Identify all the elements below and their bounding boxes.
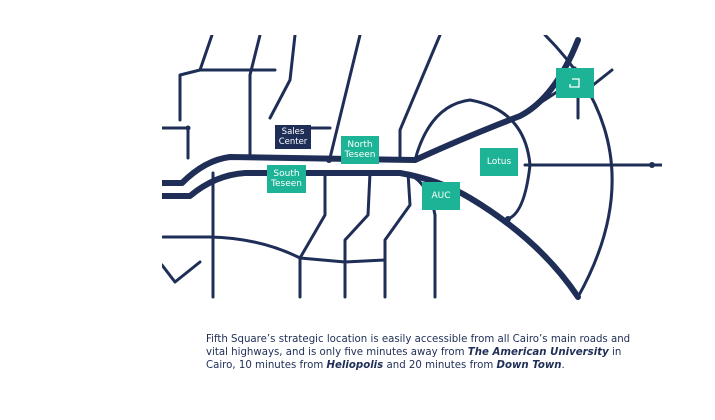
ring-arc-outer	[543, 35, 614, 299]
road-map	[162, 35, 662, 300]
lotus-label: Lotus	[480, 148, 518, 176]
sales-center-label: Sales Center	[275, 125, 311, 149]
junction-dot	[247, 154, 253, 160]
north-teseen-label: North Teseen	[341, 136, 379, 164]
diagonal-road-2	[328, 35, 362, 160]
auc-label: AUC	[422, 182, 460, 210]
location-description: Fifth Square’s strategic location is eas…	[206, 334, 631, 371]
junction-dot	[326, 157, 332, 163]
lower-road-5	[383, 171, 412, 299]
vertical-road-1	[248, 35, 262, 159]
junction-dot	[397, 170, 403, 176]
diagonal-road-1	[268, 35, 297, 120]
north-west-road	[178, 35, 214, 122]
lower-road-7	[162, 260, 202, 284]
lower-road-8	[298, 256, 387, 264]
lower-road-3	[298, 171, 327, 260]
american-university-text: The American University	[467, 347, 609, 358]
lower-road-4	[343, 171, 372, 299]
heliopolis-text: Heliopolis	[326, 360, 384, 371]
lotus-ring	[413, 98, 532, 220]
junction-dot	[179, 180, 185, 186]
junction-dot	[185, 125, 191, 131]
west-road-1	[162, 126, 190, 160]
down-town-text: Down Town	[496, 360, 562, 371]
north-teseen-road	[162, 37, 581, 186]
building-outline-icon	[569, 78, 580, 88]
junction-dot	[505, 216, 511, 222]
fifth-square-marker	[556, 68, 594, 98]
junction-dot	[649, 162, 655, 168]
lower-road-1	[162, 235, 302, 299]
diagonal-road-3	[398, 35, 442, 162]
south-teseen-label: South Teseen	[267, 165, 306, 193]
junction-dot	[412, 157, 418, 163]
